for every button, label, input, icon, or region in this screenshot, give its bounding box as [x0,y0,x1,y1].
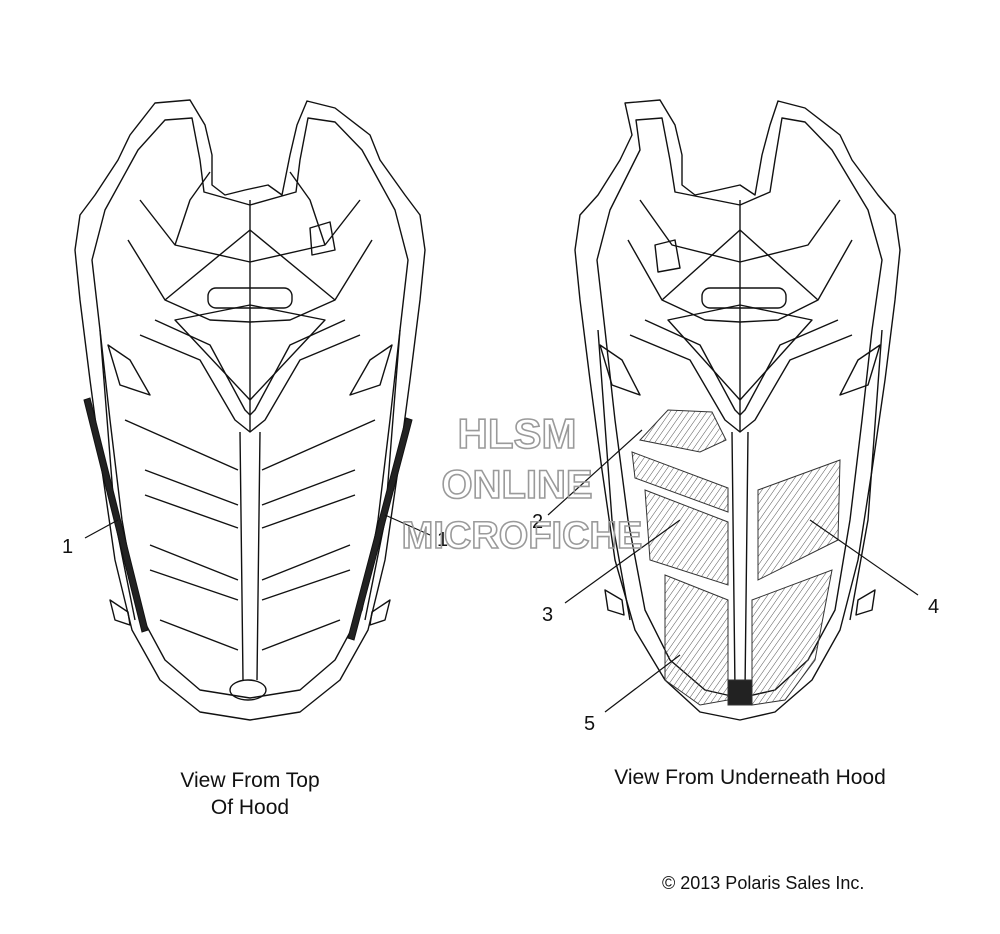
callout-1-right: 1 [437,529,448,551]
copyright-notice: © 2013 Polaris Sales Inc. [662,873,865,893]
hood-underneath-view [574,99,901,721]
callout-3: 3 [542,604,553,626]
caption-top-view: View From Top Of Hood [130,767,370,821]
side-decal-strips-top-view [83,397,413,641]
caption-top-line-1: View From Top [180,769,320,792]
callout-4: 4 [928,596,939,618]
caption-top-line-2: Of Hood [210,796,290,819]
callout-1-left: 1 [62,536,73,558]
underhood-decals [631,409,841,706]
hood-top-view [74,99,426,721]
callout-leaders [84,429,919,713]
watermark-line-3: MICROFICHE [402,515,643,557]
watermark-line-2: ONLINE [441,463,592,507]
watermark-line-1: HLSM [458,410,577,457]
watermark: HLSM ONLINE MICROFICHE [401,409,643,558]
caption-underneath-view: View From Underneath Hood [614,766,886,789]
callout-5: 5 [584,713,595,735]
callout-2: 2 [532,511,543,533]
